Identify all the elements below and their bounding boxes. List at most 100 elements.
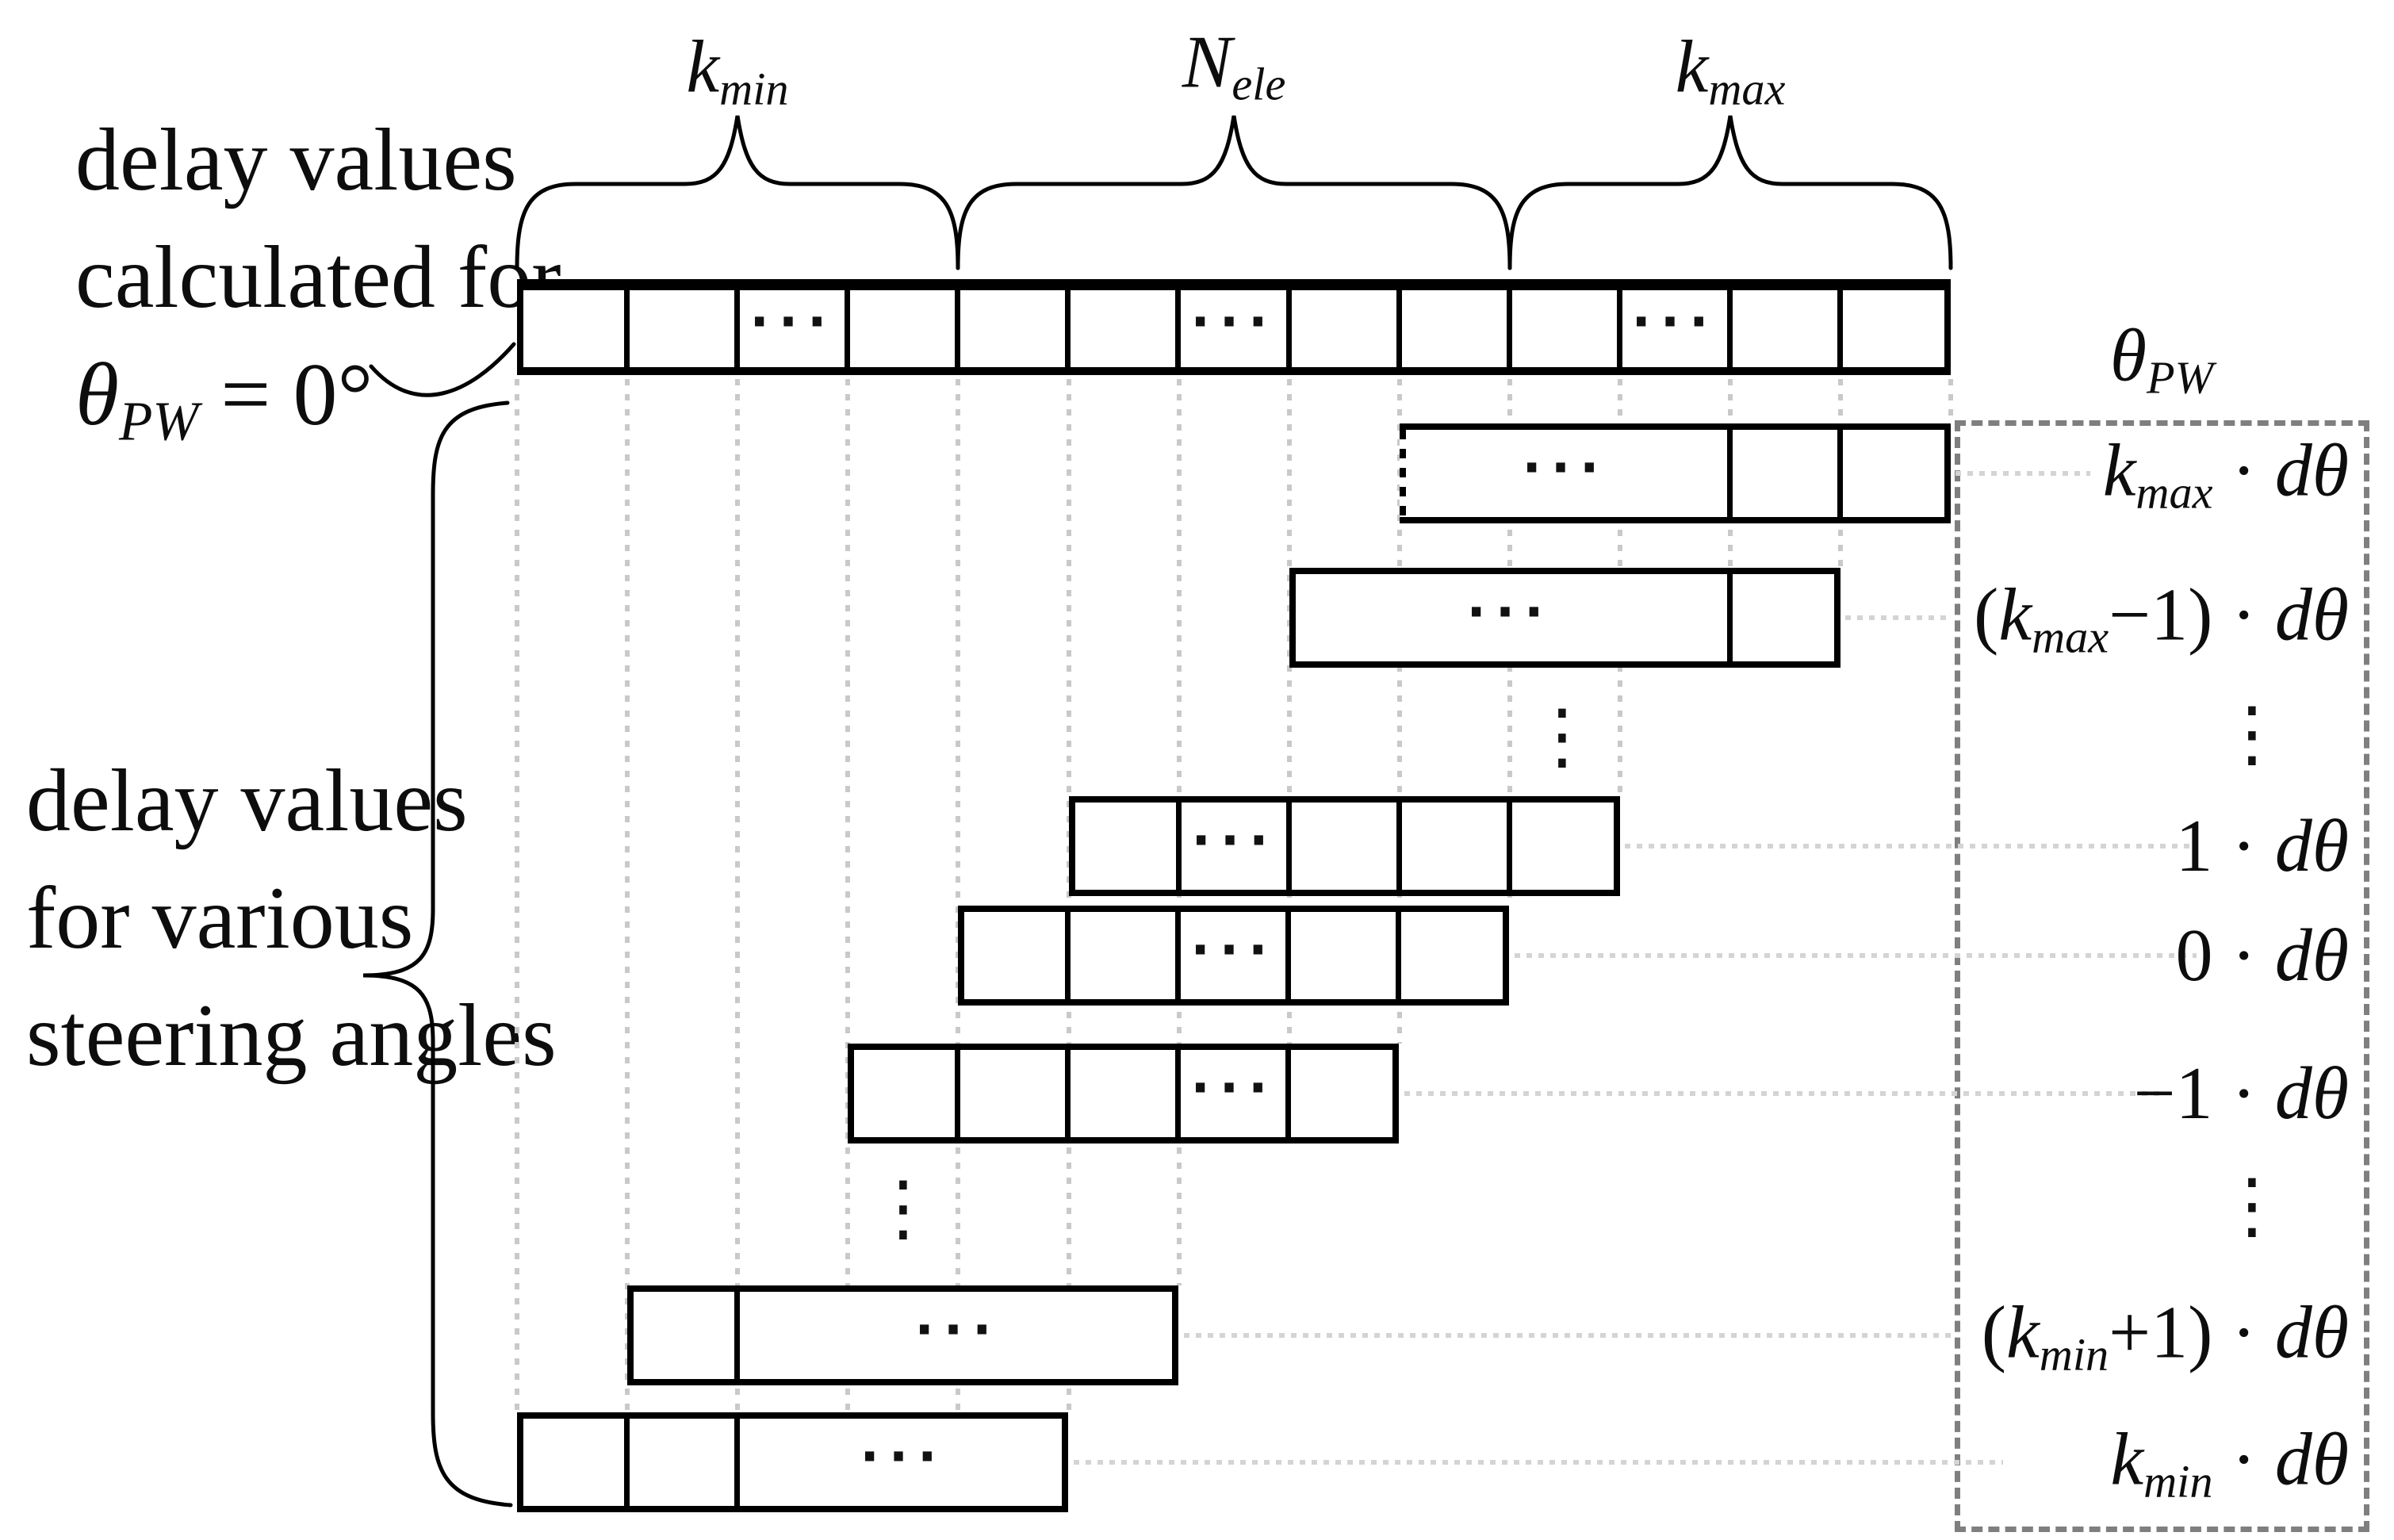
delay-row <box>1400 423 1951 523</box>
math-segment: 0 · <box>2175 914 2275 997</box>
math-segment: dθ <box>2274 1418 2349 1501</box>
math-segment: · <box>2212 1291 2275 1374</box>
guide-line <box>625 379 630 1412</box>
cell-ellipsis: ··· <box>1191 812 1278 872</box>
top-curly-brace <box>515 115 960 270</box>
guide-line <box>956 379 960 1412</box>
cell-divider <box>734 1419 740 1506</box>
side-note-line1: delay values <box>26 752 468 850</box>
vertical-ellipsis: ⋮ <box>867 1165 940 1251</box>
math-segment: θ <box>75 346 120 444</box>
math-segment: ( <box>1981 1291 2007 1374</box>
cell-ellipsis: ··· <box>914 1301 1002 1361</box>
cell-ellipsis: ··· <box>1190 293 1277 353</box>
math-segment: N <box>1182 21 1232 104</box>
steering-angle-label: 1 · dθ <box>2176 803 2350 889</box>
cell-divider <box>1175 290 1181 367</box>
math-segment: = 0° <box>198 346 373 444</box>
cell-divider <box>624 1419 630 1506</box>
math-segment: PW <box>2147 351 2214 404</box>
delay-row <box>627 1285 1178 1385</box>
cell-divider <box>1727 430 1733 517</box>
vertical-ellipsis: ⋮ <box>2216 1163 2289 1248</box>
label-connector-line <box>1184 1333 1951 1338</box>
cell-divider <box>1837 430 1843 517</box>
cell-divider <box>1727 574 1733 661</box>
cell-divider <box>1507 290 1512 367</box>
math-segment: max <box>1708 63 1786 115</box>
math-segment: k <box>2110 1418 2144 1501</box>
vertical-ellipsis: ⋮ <box>1526 693 1599 779</box>
math-segment: +1) <box>2109 1291 2213 1374</box>
math-segment: k <box>2006 1291 2040 1374</box>
math-segment: min <box>2039 1328 2109 1381</box>
cell-ellipsis: ··· <box>1522 439 1609 499</box>
guide-line <box>515 379 519 1412</box>
side-note-line2: for various <box>26 869 414 967</box>
label-connector-line <box>1515 953 2197 958</box>
steering-angle-label: kmax · dθ <box>2103 427 2349 519</box>
label-connector-line <box>1404 1091 2162 1096</box>
cell-divider <box>734 1292 740 1379</box>
note-to-row-connector-curve <box>369 342 516 397</box>
label-connector-line <box>1955 471 2090 476</box>
cell-divider <box>1286 290 1292 367</box>
guide-line <box>1948 379 1953 423</box>
math-segment: dθ <box>2274 805 2349 887</box>
math-segment: min <box>2143 1455 2213 1507</box>
vertical-ellipsis: ⋮ <box>2216 691 2289 776</box>
math-segment: k <box>1675 25 1709 109</box>
cell-divider <box>955 1050 960 1137</box>
top-note-line2: calculated for <box>75 228 561 327</box>
cell-divider <box>1175 912 1181 999</box>
cell-ellipsis: ··· <box>1466 584 1553 643</box>
cell-divider <box>1285 912 1291 999</box>
cell-divider <box>1727 290 1733 367</box>
steering-angle-label: kmin · dθ <box>2110 1416 2349 1507</box>
steering-angle-label-box <box>1955 420 2369 1532</box>
math-segment: θ <box>2109 314 2147 397</box>
cell-ellipsis: ··· <box>1631 293 1718 353</box>
math-segment: max <box>2135 466 2213 519</box>
label-connector-line <box>1625 844 2197 849</box>
math-segment: · <box>2212 573 2275 657</box>
delay-row-reference <box>517 279 1951 375</box>
math-segment: dθ <box>2274 914 2349 997</box>
left-curly-brace <box>362 400 513 1507</box>
cell-divider <box>624 290 630 367</box>
brace-label: kmin <box>686 24 788 115</box>
math-segment: k <box>2102 429 2136 512</box>
cell-ellipsis: ··· <box>860 1428 947 1488</box>
cell-divider <box>1507 803 1512 890</box>
math-segment: PW <box>119 391 199 453</box>
side-note: delay values for various steering angles <box>26 742 557 1094</box>
math-segment: 1 · <box>2175 805 2275 887</box>
guide-line <box>845 379 850 1412</box>
cell-ellipsis: ··· <box>1190 921 1277 981</box>
cell-divider <box>1175 1050 1181 1137</box>
side-note-line3: steering angles <box>26 986 557 1085</box>
cell-divider <box>1065 1050 1071 1137</box>
cell-divider <box>1396 290 1402 367</box>
steering-angle-label: (kmax−1) · dθ <box>1974 572 2349 663</box>
brace-label: Nele <box>1182 19 1286 110</box>
guide-line <box>1397 379 1402 1044</box>
cell-divider <box>1065 912 1071 999</box>
math-segment: dθ <box>2274 573 2349 657</box>
cell-divider <box>1285 1050 1291 1137</box>
steering-angle-label: −1 · dθ <box>2133 1051 2349 1136</box>
label-connector-line <box>1074 1460 2003 1465</box>
brace-label: kmax <box>1676 24 1786 115</box>
math-segment: ele <box>1231 58 1286 110</box>
delay-row <box>848 1044 1399 1144</box>
steering-angle-label: (kmin+1) · dθ <box>1982 1289 2349 1381</box>
math-segment: · <box>2212 429 2275 512</box>
cell-ellipsis: ··· <box>1190 1059 1277 1119</box>
cell-divider <box>1617 290 1622 367</box>
delay-row <box>958 906 1509 1006</box>
cell-divider <box>734 290 740 367</box>
cell-divider <box>1065 290 1071 367</box>
cell-divider <box>1837 290 1843 367</box>
label-connector-line <box>1845 615 1951 620</box>
math-segment: ( <box>1974 573 1999 657</box>
